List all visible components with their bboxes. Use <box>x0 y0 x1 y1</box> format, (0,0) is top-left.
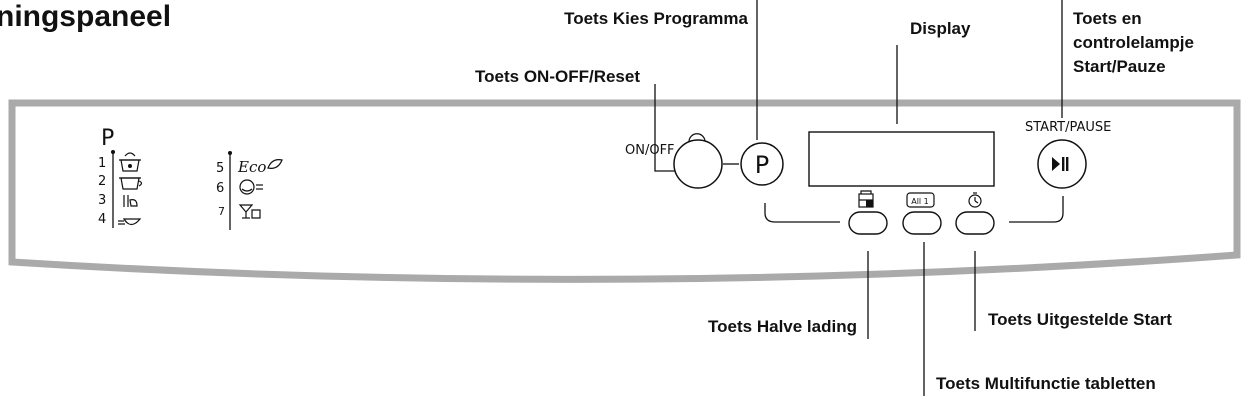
callout-start-pause-2: controlelampje <box>1073 33 1194 52</box>
program-list-title: P <box>101 126 114 151</box>
pot-normal-icon <box>119 177 143 190</box>
program-list-right: 5 6 7 Eco <box>216 151 283 230</box>
half-load-button[interactable] <box>848 211 888 235</box>
half-load-icon <box>858 190 874 208</box>
start-pause-button[interactable] <box>1037 139 1087 189</box>
start-pause-label: START/PAUSE <box>1025 120 1111 135</box>
program-button-label: P <box>755 151 769 179</box>
callout-half-load: Toets Halve lading <box>708 317 857 336</box>
program-number: 3 <box>98 193 106 208</box>
callout-display: Display <box>910 19 971 38</box>
multi-tablet-icon: All 1 <box>906 192 935 208</box>
callout-line-on-off <box>654 84 675 172</box>
plate-rinse-icon <box>239 179 263 195</box>
callout-delayed-start: Toets Uitgestelde Start <box>988 310 1172 329</box>
section-title: ningspaneel <box>0 0 171 33</box>
callout-select-program: Toets Kies Programma <box>564 9 748 28</box>
program-number: 2 <box>98 174 106 189</box>
bowl-quick-icon <box>118 218 142 226</box>
glass-cup-icon <box>123 195 138 207</box>
callout-start-pause-1: Toets en <box>1073 9 1142 28</box>
eco-label: Eco <box>237 158 266 176</box>
glass-mug-icon <box>238 204 261 219</box>
callout-on-off-reset: Toets ON-OFF/Reset <box>475 67 640 86</box>
on-off-button[interactable] <box>673 139 723 189</box>
pot-heavy-icon <box>119 152 141 172</box>
program-number: 6 <box>216 181 224 196</box>
bracket-left <box>764 203 840 223</box>
program-number: 4 <box>98 212 106 227</box>
program-number: 5 <box>216 161 224 176</box>
bracket-right <box>1009 196 1064 223</box>
multi-tablet-button[interactable] <box>902 211 942 235</box>
delayed-start-button[interactable] <box>955 211 995 235</box>
callout-start-pause-3: Start/Pauze <box>1073 57 1166 76</box>
callout-multi-tablets: Toets Multifunctie tabletten <box>936 374 1156 393</box>
play-pause-icon <box>1052 157 1069 171</box>
display-screen <box>808 131 995 187</box>
eco-leaf-icon: Eco <box>237 158 283 176</box>
program-number: 7 <box>218 205 225 218</box>
program-button[interactable]: P <box>740 142 784 186</box>
multi-tablet-text: All 1 <box>911 197 929 206</box>
program-list-left: 1 2 3 4 <box>98 150 143 228</box>
delay-timer-icon <box>968 192 982 208</box>
on-off-label: ON/OFF <box>625 143 675 158</box>
program-number: 1 <box>98 156 106 171</box>
